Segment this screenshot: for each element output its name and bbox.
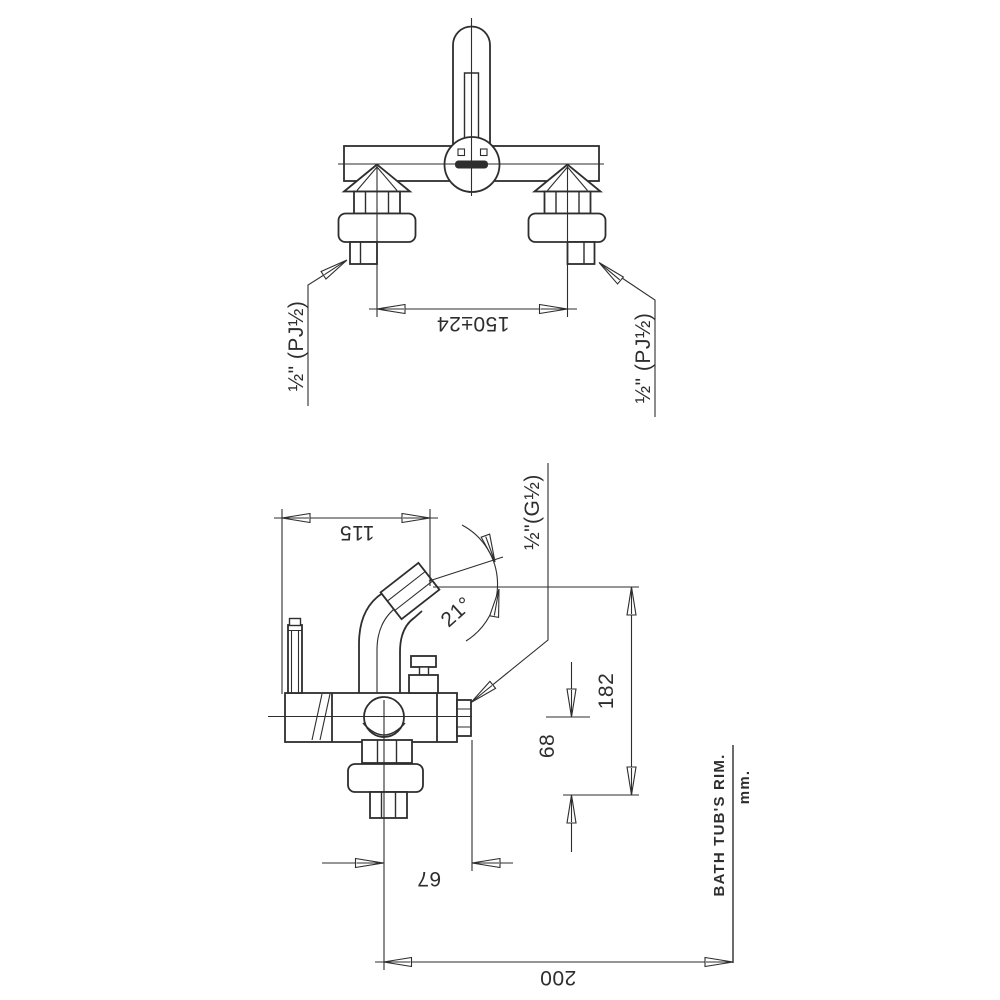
arrowhead	[595, 258, 624, 285]
dim-outlet-offset: 67	[322, 740, 513, 890]
units-label: mm.	[736, 770, 753, 804]
dim-outlet-offset-text: 67	[417, 867, 441, 890]
callout-inlet-left: ½" (PJ½)	[285, 255, 351, 406]
dim-spout-reach-text: 115	[340, 521, 375, 544]
leg-hex	[369, 791, 408, 819]
inlet-left-label: ½" (PJ½)	[285, 301, 308, 392]
dim-spout-height: 182	[595, 586, 637, 796]
arrowhead	[320, 255, 351, 280]
arrowhead	[281, 512, 311, 524]
dim-spout-angle: 21°	[428, 524, 504, 642]
outlet-thread-label: ½"(G½)	[521, 474, 544, 550]
diverter-knob	[408, 655, 439, 694]
arrowhead	[467, 680, 497, 707]
arrowhead	[566, 794, 577, 824]
brand-logo-mark-icon	[455, 160, 488, 169]
side-view: 115 21° ½"(G½) 182	[268, 463, 753, 989]
bath-tub-rim-reference: BATH TUB'S RIM. mm.	[711, 745, 753, 963]
spout-nozzle-hex	[379, 561, 441, 621]
arrowhead	[626, 766, 637, 796]
dim-spout-height-text: 182	[595, 673, 618, 710]
arrowhead	[376, 303, 406, 315]
arrowhead	[471, 857, 501, 869]
arrowhead	[626, 586, 637, 616]
lever-handle	[287, 617, 303, 694]
dim-rim-distance: 200	[375, 956, 734, 989]
cold-indicator-mark-icon	[479, 148, 488, 157]
front-view: 150±24 ½" (PJ½) ½" (PJ½)	[285, 18, 656, 417]
dim-center-distance: 150±24	[369, 303, 577, 335]
arrowhead	[566, 688, 577, 718]
callout-inlet-right: ½" (PJ½)	[595, 258, 656, 417]
leg-nut	[361, 739, 413, 764]
dim-rim-distance-text: 200	[540, 966, 577, 989]
inlet-hex	[566, 241, 596, 265]
dim-center-distance-text: 150±24	[437, 312, 510, 335]
leg-flange	[347, 763, 424, 793]
inlet-hex	[349, 241, 378, 265]
dim-outlet-height: 68	[536, 662, 577, 852]
spout	[358, 561, 441, 693]
arrowhead	[382, 956, 413, 968]
arrowhead	[538, 303, 569, 315]
dim-outlet-height-text: 68	[536, 734, 559, 758]
dim-spout-reach: 115	[274, 509, 438, 694]
arrowhead	[401, 512, 431, 524]
dim-spout-angle-text: 21°	[437, 592, 477, 631]
shower-outlet	[456, 699, 472, 737]
arrowhead	[704, 956, 734, 968]
rim-reference-label: BATH TUB'S RIM.	[711, 754, 728, 897]
callout-outlet-thread: ½"(G½)	[467, 463, 549, 707]
hot-indicator-mark-icon	[457, 148, 466, 157]
inlet-right-label: ½" (PJ½)	[632, 313, 655, 404]
arrowhead	[354, 857, 385, 869]
